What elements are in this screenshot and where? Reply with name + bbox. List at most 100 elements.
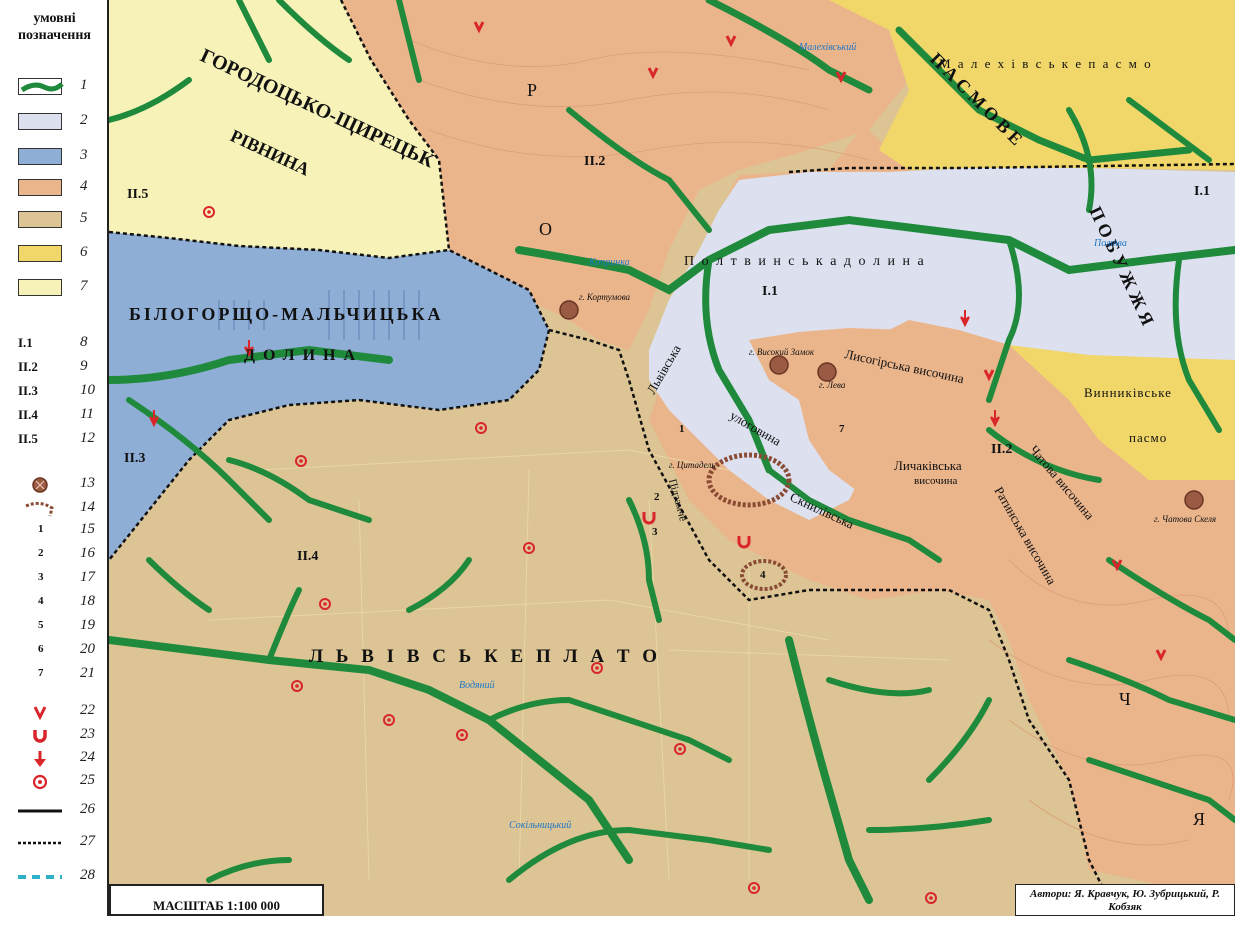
unit-i1-top: I.1 — [1194, 184, 1210, 199]
label-lviv-plato: Л Ь В І В С Ь К Е П Л А Т О — [309, 646, 661, 667]
scale-label: МАСШТАБ 1:100 000 — [152, 898, 280, 913]
unit-code: II.5 — [14, 429, 66, 451]
legend-number: 8 — [80, 334, 88, 350]
dotted-line-icon — [14, 832, 66, 854]
legend-item-26: 26 — [0, 799, 109, 823]
legend-number: 14 — [80, 499, 95, 515]
place-kortumova: г. Кортумова — [579, 292, 631, 302]
legend-number: 4 — [80, 178, 88, 194]
unit-code: II.4 — [14, 405, 66, 427]
legend-number: 3 — [80, 147, 88, 163]
legend-title: умовні позначення — [17, 11, 91, 43]
unit-ii4: II.4 — [297, 549, 318, 564]
color-swatch-icon — [14, 177, 66, 199]
map-num-2: 2 — [654, 491, 660, 503]
legend-label: II.4 — [18, 407, 38, 422]
unit-ii2-north: II.2 — [584, 154, 605, 169]
area-number: 7 — [14, 664, 66, 686]
color-swatch-icon — [14, 277, 66, 299]
legend-item-27: 27 — [0, 831, 109, 855]
legend-item-9: II.2 9 — [0, 356, 109, 380]
legend-item-14: 14 — [0, 497, 109, 521]
river-vodyanyi: Водяний — [459, 680, 495, 691]
legend-label: 3 — [38, 571, 44, 583]
area-number: 5 — [14, 616, 66, 638]
boundary-lines — [109, 0, 1235, 901]
scale-box: МАСШТАБ 1:100 000 — [109, 884, 324, 916]
legend-label: 4 — [38, 595, 44, 607]
legend-number: 15 — [80, 521, 95, 537]
legend-label: 1 — [38, 523, 44, 535]
unit-ii2-east: II.2 — [991, 442, 1012, 457]
river-koprynka: Копринка — [588, 257, 630, 268]
legend-item-20: 6 20 — [0, 639, 109, 663]
authors-prefix: Автори: — [1030, 888, 1072, 900]
unit-i1-mid: I.1 — [762, 284, 778, 299]
legend-label: II.2 — [18, 359, 38, 374]
legend-number: 25 — [80, 772, 95, 788]
target-symbols-layer — [203, 206, 937, 904]
label-vynnykivske: Винниківське — [1084, 385, 1172, 400]
legend-item-24: 24 — [0, 747, 109, 771]
legend-item-4: 4 — [0, 176, 109, 200]
u-icon — [14, 725, 66, 747]
legend-label: 2 — [38, 547, 44, 559]
legend-number: 5 — [80, 210, 88, 226]
legend-number: 22 — [80, 702, 95, 718]
legend-label: II.5 — [18, 431, 38, 446]
label-roztochchya-ch: Ч — [1119, 689, 1131, 709]
legend-item-8: I.1 8 — [0, 332, 109, 356]
river-sokilnytskyi: Сокільницький — [509, 820, 571, 831]
place-vysokyi-zamok: г. Високий Замок — [749, 347, 815, 357]
map-num-4: 4 — [760, 569, 766, 581]
solid-line-icon — [14, 800, 66, 822]
label-vysochyna: височина — [914, 475, 957, 487]
legend-item-11: II.4 11 — [0, 404, 109, 428]
legend-number: 6 — [80, 244, 88, 260]
color-swatch-icon — [14, 146, 66, 168]
river-swatch-icon — [14, 76, 66, 98]
legend-number: 2 — [80, 112, 88, 128]
hills-layer — [559, 300, 1204, 591]
unit-code: I.1 — [14, 333, 66, 355]
crater-icon — [14, 474, 66, 496]
legend-number: 28 — [80, 867, 95, 883]
authors-names: Я. Кравчук, Ю. Зубрицький, Р. Кобзяк — [1074, 888, 1220, 913]
area-number: 6 — [14, 640, 66, 662]
legend-number: 24 — [80, 749, 95, 765]
label-roztochchya-ya: Я — [1193, 809, 1205, 829]
map-canvas: ГОРОДОЦЬКО-ЩИРЕЦЬК РІВНИНА БІЛОГОРЩО-МАЛ… — [109, 0, 1235, 916]
legend-label: 6 — [38, 643, 44, 655]
legend-item-5: 5 — [0, 208, 109, 232]
color-swatch-icon — [14, 111, 66, 133]
area-number: 2 — [14, 544, 66, 566]
legend-item-13: 13 — [0, 473, 109, 497]
river-poltva: Полтва — [1093, 238, 1127, 249]
legend-number: 20 — [80, 641, 95, 657]
red-symbols-layer — [149, 21, 1167, 662]
map-num-3: 3 — [652, 526, 658, 538]
target-dots — [207, 210, 933, 900]
color-swatch-icon — [14, 243, 66, 265]
legend-number: 7 — [80, 278, 88, 294]
legend-number: 23 — [80, 726, 95, 742]
color-swatch-icon — [14, 209, 66, 231]
place-chatova: г. Чатова Скеля — [1154, 514, 1216, 524]
roads-layer — [208, 449, 950, 881]
legend-number: 1 — [80, 77, 88, 93]
scarp-icon — [14, 498, 66, 520]
label-pasmo: пасмо — [1129, 430, 1167, 445]
legend-number: 9 — [80, 358, 88, 374]
legend-item-28: 28 — [0, 865, 109, 889]
legend-item-7: 7 — [0, 276, 109, 300]
area-number: 1 — [14, 520, 66, 542]
v-icon — [14, 701, 66, 723]
legend-number: 11 — [80, 406, 94, 422]
legend-number: 27 — [80, 833, 95, 849]
label-poltva-valley: П о л т в и н с ь к а д о л и н а — [684, 254, 926, 269]
